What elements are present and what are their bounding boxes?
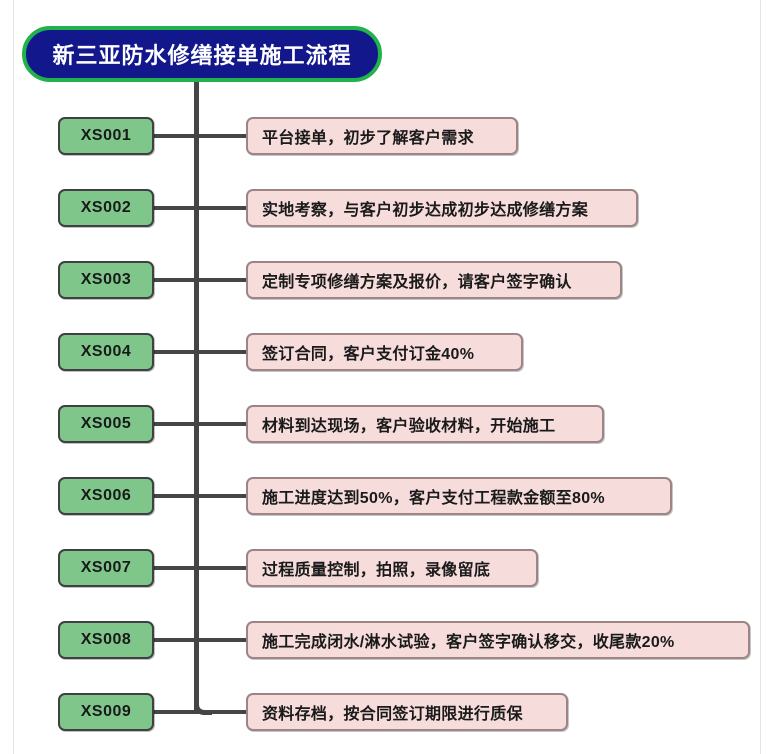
step-row: XS005 材料到达现场，客户验收材料，开始施工 xyxy=(0,405,767,445)
connector-line-right xyxy=(196,710,248,714)
step-description-label: 实地考察，与客户初步达成初步达成修缮方案 xyxy=(262,202,589,219)
step-description-node[interactable]: 施工完成闭水/淋水试验，客户签字确认移交，收尾款20% xyxy=(246,621,750,659)
step-description-node[interactable]: 施工进度达到50%，客户支付工程款金额至80% xyxy=(246,477,672,515)
step-id-node[interactable]: XS001 xyxy=(58,117,154,155)
connector-line-left xyxy=(154,206,198,210)
connector-line-right xyxy=(196,206,248,210)
connector-line-left xyxy=(154,350,198,354)
connector-line-right xyxy=(196,566,248,570)
step-id-label: XS001 xyxy=(80,127,132,144)
step-id-node[interactable]: XS002 xyxy=(58,189,154,227)
step-row: XS003 定制专项修缮方案及报价，请客户签字确认 xyxy=(0,261,767,301)
step-row: XS008 施工完成闭水/淋水试验，客户签字确认移交，收尾款20% xyxy=(0,621,767,661)
step-id-label: XS003 xyxy=(80,271,132,288)
step-id-label: XS006 xyxy=(80,487,132,504)
step-row: XS009 资料存档，按合同签订期限进行质保 xyxy=(0,693,767,733)
step-description-label: 资料存档，按合同签订期限进行质保 xyxy=(262,706,523,723)
connector-line-right xyxy=(196,350,248,354)
step-description-node[interactable]: 资料存档，按合同签订期限进行质保 xyxy=(246,693,568,731)
step-description-label: 材料到达现场，客户验收材料，开始施工 xyxy=(262,418,556,435)
connector-line-right xyxy=(196,422,248,426)
step-description-node[interactable]: 实地考察，与客户初步达成初步达成修缮方案 xyxy=(246,189,638,227)
step-id-node[interactable]: XS008 xyxy=(58,621,154,659)
page-right-edge xyxy=(760,0,761,754)
step-id-node[interactable]: XS003 xyxy=(58,261,154,299)
step-description-label: 过程质量控制，拍照，录像留底 xyxy=(262,562,491,579)
step-id-node[interactable]: XS005 xyxy=(58,405,154,443)
step-row: XS007 过程质量控制，拍照，录像留底 xyxy=(0,549,767,589)
step-row: XS006 施工进度达到50%，客户支付工程款金额至80% xyxy=(0,477,767,517)
step-description-label: 定制专项修缮方案及报价，请客户签字确认 xyxy=(262,274,572,291)
connector-line-left xyxy=(154,278,198,282)
step-description-label: 施工进度达到50%，客户支付工程款金额至80% xyxy=(262,490,605,507)
step-id-label: XS005 xyxy=(80,415,132,432)
page-title: 新三亚防水修缮接单施工流程 xyxy=(52,43,352,68)
connector-line-right xyxy=(196,134,248,138)
connector-line-right xyxy=(196,494,248,498)
step-id-label: XS004 xyxy=(80,343,132,360)
step-description-node[interactable]: 签订合同，客户支付订金40% xyxy=(246,333,523,371)
step-description-node[interactable]: 平台接单，初步了解客户需求 xyxy=(246,117,518,155)
step-id-label: XS009 xyxy=(80,703,132,720)
step-description-node[interactable]: 过程质量控制，拍照，录像留底 xyxy=(246,549,538,587)
connector-line-right xyxy=(196,278,248,282)
step-row: XS002 实地考察，与客户初步达成初步达成修缮方案 xyxy=(0,189,767,229)
step-description-node[interactable]: 材料到达现场，客户验收材料，开始施工 xyxy=(246,405,604,443)
connector-line-left xyxy=(154,134,198,138)
page-left-edge xyxy=(13,0,14,754)
connector-line-left xyxy=(154,638,198,642)
step-row: XS004 签订合同，客户支付订金40% xyxy=(0,333,767,373)
connector-line-left xyxy=(154,494,198,498)
connector-line-left xyxy=(154,710,198,714)
step-id-node[interactable]: XS006 xyxy=(58,477,154,515)
step-id-label: XS008 xyxy=(80,631,132,648)
step-id-node[interactable]: XS004 xyxy=(58,333,154,371)
step-id-node[interactable]: XS007 xyxy=(58,549,154,587)
step-description-label: 平台接单，初步了解客户需求 xyxy=(262,130,474,147)
step-description-label: 施工完成闭水/淋水试验，客户签字确认移交，收尾款20% xyxy=(262,634,675,651)
connector-line-right xyxy=(196,638,248,642)
connector-line-left xyxy=(154,566,198,570)
flowchart-title-node[interactable]: 新三亚防水修缮接单施工流程 xyxy=(22,26,382,82)
step-id-label: XS002 xyxy=(80,199,132,216)
step-description-node[interactable]: 定制专项修缮方案及报价，请客户签字确认 xyxy=(246,261,622,299)
step-id-node[interactable]: XS009 xyxy=(58,693,154,731)
step-id-label: XS007 xyxy=(80,559,132,576)
trunk-line xyxy=(194,82,199,713)
step-description-label: 签订合同，客户支付订金40% xyxy=(262,346,475,363)
step-row: XS001 平台接单，初步了解客户需求 xyxy=(0,117,767,157)
connector-line-left xyxy=(154,422,198,426)
